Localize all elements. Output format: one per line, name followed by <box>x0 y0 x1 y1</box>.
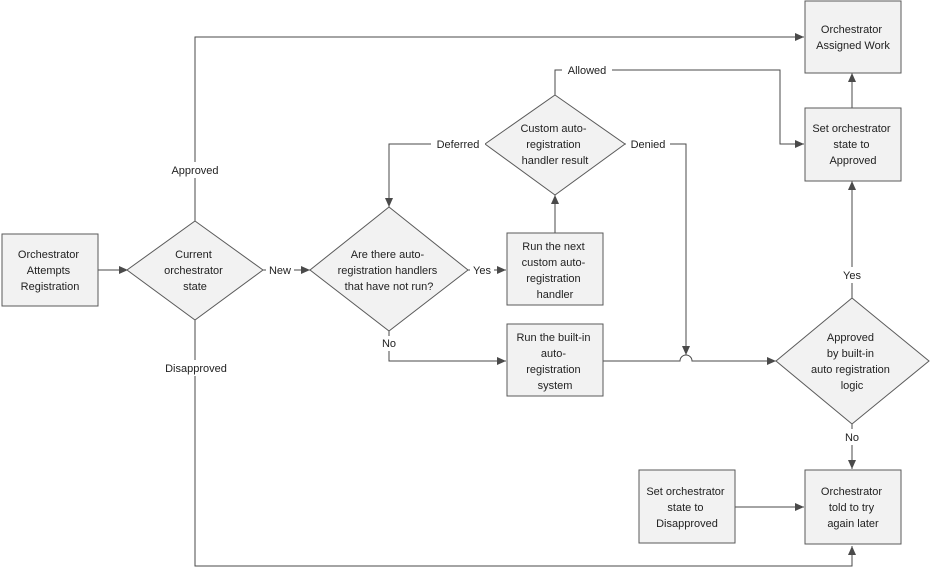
node-set-approved <box>804 107 902 182</box>
edge-no-handlers <box>388 331 506 365</box>
set-approved-label: Set orchestrator state to Approved <box>812 123 893 167</box>
edge-allowed <box>554 69 804 148</box>
edge-disapproved <box>194 320 856 567</box>
edge-label-no-logic: No <box>845 432 859 444</box>
edge-label-denied: Denied <box>631 139 666 151</box>
edge-labels: Approved New Disapproved Yes No Allowed … <box>160 62 864 445</box>
node-try-again-later <box>804 469 902 545</box>
handlers-not-run-label: Are there auto- registration handlers th… <box>338 249 441 293</box>
edge-label-deferred: Deferred <box>437 139 480 151</box>
node-handlers-not-run-decision <box>309 206 469 332</box>
attempts-label: Orchestrator Attempts Registration <box>18 249 82 293</box>
edge-denied <box>625 143 690 355</box>
node-assigned-work <box>804 0 902 74</box>
set-disapproved-label: Set orchestrator state to Disapproved <box>646 486 727 530</box>
node-custom-result-decision <box>484 94 626 196</box>
current-state-label: Current orchestrator state <box>164 249 226 293</box>
nodes <box>1 0 930 545</box>
edge-label-yes-logic: Yes <box>843 270 861 282</box>
node-run-next-handler <box>506 232 604 306</box>
run-next-label: Run the next custom auto- registration h… <box>522 241 589 301</box>
node-attempts-registration <box>1 233 99 307</box>
edge-builtin-to-logic <box>603 354 776 365</box>
assigned-work-label: Orchestrator Assigned Work <box>816 24 890 52</box>
custom-result-label: Custom auto- registration handler result <box>520 123 589 167</box>
node-approved-logic-decision <box>775 297 930 425</box>
edge-label-approved: Approved <box>171 165 218 177</box>
edge-label-new: New <box>269 265 291 277</box>
built-in-label: Run the built-in auto- registration syst… <box>516 332 593 392</box>
node-run-built-in <box>506 323 604 397</box>
edge-approved <box>194 33 804 221</box>
edge-label-disapproved: Disapproved <box>165 363 227 375</box>
approved-logic-label: Approved by built-in auto registration l… <box>811 332 893 392</box>
edge-label-no-handlers: No <box>382 338 396 350</box>
node-current-state-decision <box>126 220 264 321</box>
node-labels: Orchestrator Attempts Registration Curre… <box>18 24 893 530</box>
edge-label-yes-handlers: Yes <box>473 265 491 277</box>
try-again-label: Orchestrator told to try again later <box>821 486 885 530</box>
edge-deferred <box>385 143 485 207</box>
node-set-disapproved <box>638 469 736 544</box>
edge-label-allowed: Allowed <box>568 65 607 77</box>
